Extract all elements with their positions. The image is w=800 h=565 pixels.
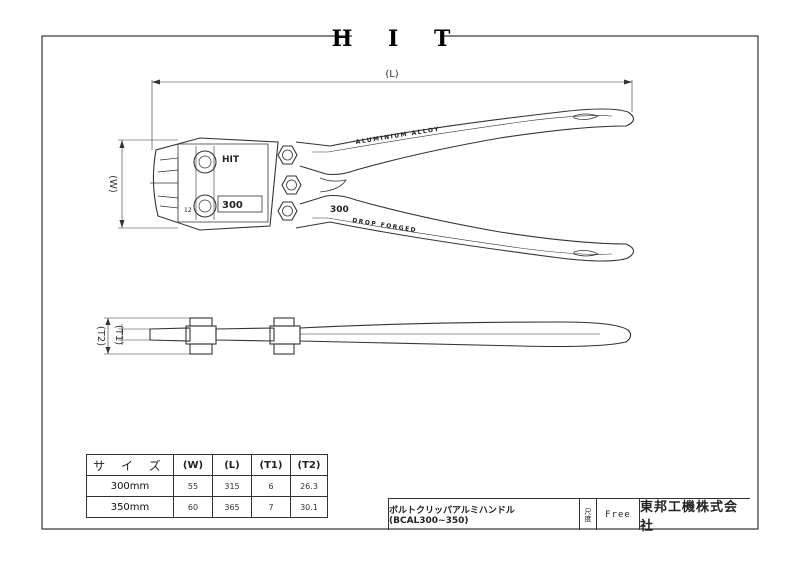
t1-dimension-label: (T1) <box>113 325 124 345</box>
head-body <box>152 137 279 231</box>
head-size-mark: 300 <box>222 200 243 211</box>
spec-header-size: サ イ ズ <box>86 454 174 476</box>
head-brand-mark: HIT <box>222 155 240 165</box>
handle-size-mark: 300 <box>330 205 349 215</box>
spec-cell: 365 <box>212 496 252 518</box>
table-row: 300mm 55 315 6 26.3 <box>86 475 328 497</box>
t2-dimension-label: (T2) <box>95 326 106 346</box>
brand-title: H I T <box>332 26 465 52</box>
spec-header-row: サ イ ズ (W) (L) (T1) (T2) <box>86 454 328 476</box>
spec-cell: 300mm <box>86 475 174 497</box>
side-top-nut <box>189 317 213 327</box>
spec-header-t2: (T2) <box>290 454 328 476</box>
jaw-blade <box>159 157 179 209</box>
upper-handle-rib <box>312 115 613 153</box>
side-link <box>215 327 275 342</box>
upper-pivot-bolt <box>277 145 298 165</box>
scale-label: 尺度 <box>580 499 597 530</box>
jaw-edges <box>150 169 179 199</box>
spec-header-t1: (T1) <box>251 454 291 476</box>
side-view <box>104 317 632 355</box>
spec-header-w: (W) <box>173 454 213 476</box>
spec-table: サ イ ズ (W) (L) (T1) (T2) 300mm 55 315 6 2… <box>86 454 328 518</box>
brand-backdrop <box>352 26 444 48</box>
side-handle <box>299 321 632 348</box>
side-pivot-bottom <box>273 343 295 355</box>
upper-handle <box>295 108 635 176</box>
lower-handle-rib <box>312 217 613 255</box>
handle-spring <box>319 177 347 193</box>
spec-cell: 6 <box>251 475 291 497</box>
center-pivot-bolt <box>281 175 302 195</box>
size-label-box <box>217 195 263 213</box>
company-name: 東邦工機株式会社 <box>640 499 739 534</box>
top-view <box>118 79 635 262</box>
spec-cell: 60 <box>173 496 213 518</box>
scale-value: Free <box>597 499 640 530</box>
spec-cell: 315 <box>212 475 252 497</box>
spec-cell: 30.1 <box>290 496 328 518</box>
spec-cell: 7 <box>251 496 291 518</box>
spec-cell: 55 <box>173 475 213 497</box>
spec-cell: 26.3 <box>290 475 328 497</box>
title-block: ボルトクリッパアルミハンドル(BCAL300~350) 尺度 Free 東邦工機… <box>388 498 750 534</box>
upper-handle-slot <box>573 113 600 120</box>
table-row: 350mm 60 365 7 30.1 <box>86 496 328 518</box>
head-number-mark: 12 <box>184 207 192 214</box>
lower-handle-slot <box>573 250 600 257</box>
side-pivot-top <box>273 317 295 327</box>
lower-dial <box>193 194 217 218</box>
upper-dial <box>193 150 217 174</box>
lower-pivot-bolt <box>277 201 298 221</box>
side-blade <box>149 327 191 342</box>
spec-header-l: (L) <box>212 454 252 476</box>
lower-handle <box>295 194 635 262</box>
side-bottom-nut <box>189 343 213 355</box>
product-name: ボルトクリッパアルミハンドル(BCAL300~350) <box>389 499 580 530</box>
l-dimension-label: (L) <box>385 69 398 80</box>
spec-cell: 350mm <box>86 496 174 518</box>
w-dimension-label: (W) <box>107 175 118 193</box>
